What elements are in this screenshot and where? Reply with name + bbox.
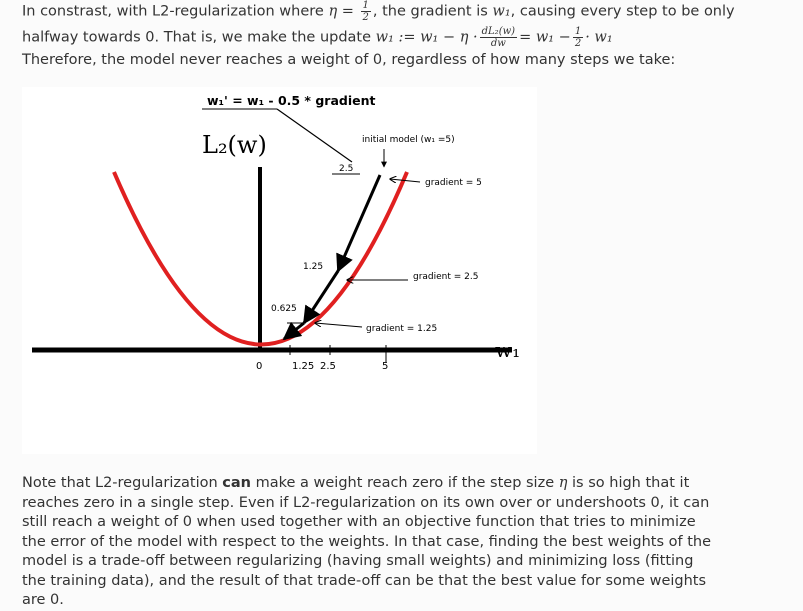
step-arrow-3 xyxy=(282,321,305,341)
note-text-1: Note that L2-regularization xyxy=(22,475,223,491)
l2-regularization-figure: w₁' = w₁ - 0.5 * gradient L₂(w) w₁ initi… xyxy=(22,87,537,454)
function-label: L₂(w) xyxy=(202,131,267,159)
intro-line-1: In constrast, with L2-regularization whe… xyxy=(22,0,782,23)
note-eta-symbol: η xyxy=(558,475,568,491)
update-mid: = w₁ − xyxy=(519,29,571,46)
note-paragraph: Note that L2-regularization can make a w… xyxy=(22,474,712,611)
gradient-label-1: gradient = 5 xyxy=(425,178,482,188)
initial-model-label: initial model (w₁ =5) xyxy=(362,135,455,145)
step-arrow-2 xyxy=(302,270,340,325)
intro-line-2: halfway towards 0. That is, we make the … xyxy=(22,21,782,51)
update-rule-label: w₁' = w₁ - 0.5 * gradient xyxy=(207,93,375,108)
intro-line-3: Therefore, the model never reaches a wei… xyxy=(22,52,676,68)
eta-symbol: η xyxy=(328,3,338,20)
intro-text-1a: In constrast, with L2-regularization whe… xyxy=(22,3,329,20)
w1-symbol: w₁ xyxy=(492,3,511,20)
tick-label-5: 5 xyxy=(382,361,388,372)
intro-text-1b: , the gradient is xyxy=(372,3,493,20)
tick-label-1: 1.25 xyxy=(292,361,314,372)
half-denominator-2: 2 xyxy=(574,38,582,49)
update-rule-pointer xyxy=(276,108,353,163)
equals-sign: = xyxy=(337,3,359,20)
axis-label: w₁ xyxy=(495,338,520,362)
note-text-2: make a weight reach zero if the step siz… xyxy=(250,475,559,491)
half-denominator: 2 xyxy=(362,12,369,23)
l2-curve xyxy=(112,171,409,347)
step-label-1: 2.5 xyxy=(339,164,353,174)
half-numerator-2: 1 xyxy=(572,26,584,38)
half-numerator: 1 xyxy=(360,0,371,12)
step-label-3: 0.625 xyxy=(271,304,297,314)
derivative-fraction: dL₂(w)dw xyxy=(479,26,518,49)
update-lhs: w₁ := w₁ − η · xyxy=(375,29,478,46)
tick-label-0: 0 xyxy=(256,361,262,372)
derivative-denominator: dw xyxy=(490,38,506,49)
step-arrow-1 xyxy=(336,174,382,273)
intro-paragraph: In constrast, with L2-regularization whe… xyxy=(22,0,782,72)
tick-label-2: 2.5 xyxy=(320,361,336,372)
update-rhs: · w₁ xyxy=(585,29,613,46)
gradient-pointer-3 xyxy=(315,323,363,328)
gradient-label-3: gradient = 1.25 xyxy=(366,324,437,334)
note-text-3: is so high that it reaches zero in a sin… xyxy=(22,475,712,608)
gradient-label-2: gradient = 2.5 xyxy=(413,272,479,282)
intro-text-1c: , causing every step to be only xyxy=(510,3,735,20)
step-label-2: 1.25 xyxy=(303,262,323,272)
gradient-pointer-1 xyxy=(390,179,421,182)
note-bold-can: can xyxy=(222,475,251,491)
figure-svg: w₁' = w₁ - 0.5 * gradient L₂(w) w₁ initi… xyxy=(32,93,520,372)
intro-text-2a: halfway towards 0. That is, we make the … xyxy=(22,29,376,46)
derivative-numerator: dL₂(w) xyxy=(479,26,518,38)
